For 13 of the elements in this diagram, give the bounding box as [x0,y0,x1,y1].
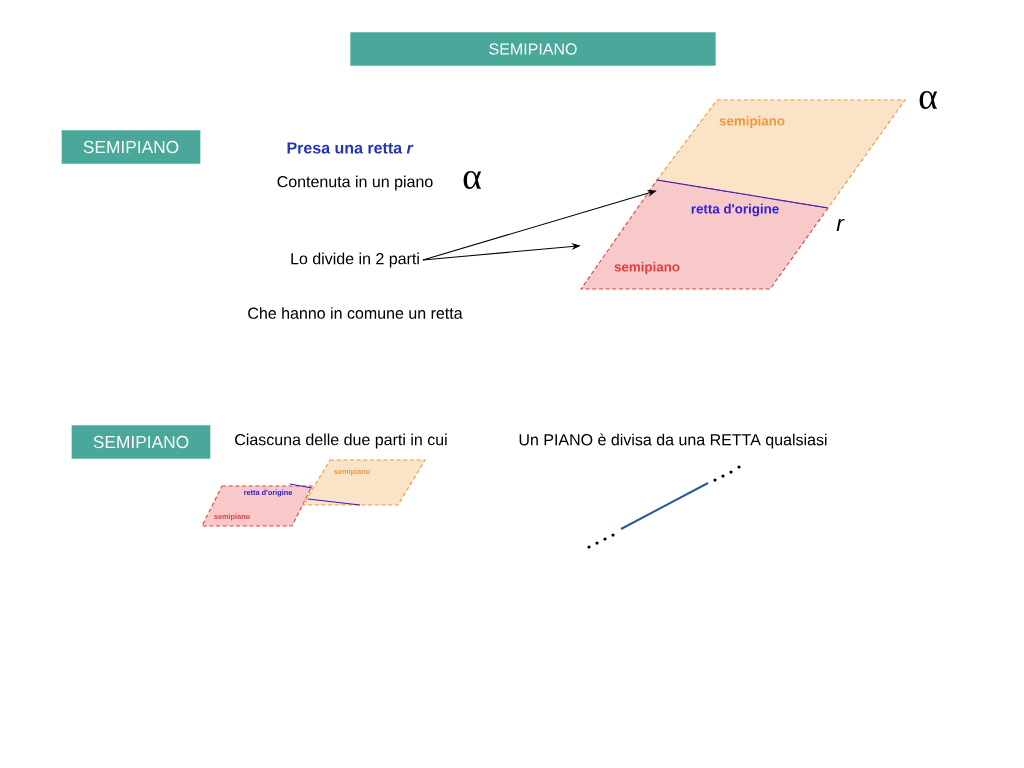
text-line: Un PIANO è divisa da una RETTA qualsiasi [519,433,827,449]
section-badge: SEMIPIANO [71,425,211,459]
section-badge: SEMIPIANO [61,130,201,164]
alpha-symbol: α [463,171,481,189]
text-line: Lo divide in 2 parti [291,252,419,268]
text-line: Che hanno in comune un retta [248,307,463,319]
text-line: Contenuta in un piano [277,175,433,191]
half-plane: retta d'origine semipiano [580,179,829,290]
alpha-symbol: α [919,91,937,109]
text-line: Ciascuna delle due parti in cui [235,433,447,449]
text-line: Presa una retta r [287,142,414,154]
line-letter: r [836,218,845,232]
title-banner: SEMIPIANO [350,32,716,66]
